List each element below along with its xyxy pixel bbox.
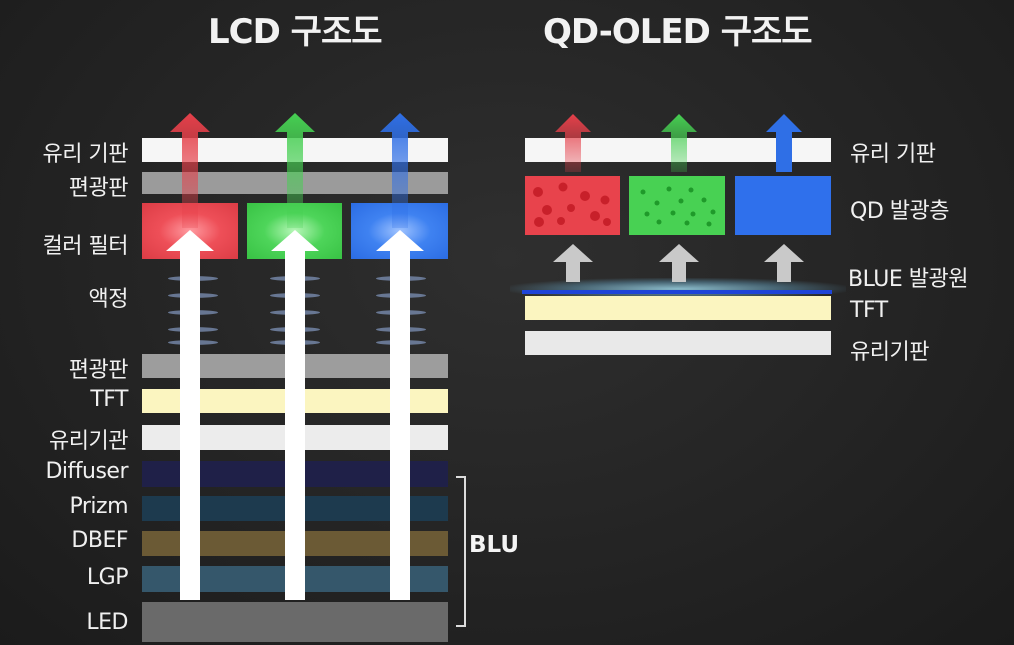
lcd-label-diffuser: Diffuser — [45, 459, 128, 484]
qd-grey-arrows — [553, 244, 804, 282]
lcd-label-glass-top: 유리 기판 — [42, 142, 129, 167]
lcd-blue-arrow — [380, 113, 420, 228]
qd-red-arrow — [555, 114, 591, 172]
lcd-green-arrow — [275, 113, 315, 228]
lcd-white-light-arrows — [166, 230, 424, 600]
lcd-label-glass-bottom: 유리기관 — [49, 429, 128, 454]
qdoled-title: QD-OLED 구조도 — [543, 12, 813, 52]
qd-glass-bottom-layer — [525, 331, 831, 355]
qd-red-subpixel — [525, 176, 620, 235]
lcd-label-led: LED — [86, 610, 128, 635]
qd-blue-arrow — [766, 114, 802, 172]
blue-emitter-line — [522, 290, 832, 294]
lcd-label-lgp: LGP — [86, 565, 129, 590]
qd-label-qd-layer: QD 발광층 — [850, 199, 949, 224]
lcd-label-liquid-crystal: 액정 — [88, 287, 129, 312]
qd-blue-subpixel — [735, 176, 831, 235]
lcd-title: LCD 구조도 — [208, 12, 383, 52]
lcd-label-polarizer-bottom: 편광판 — [68, 358, 129, 383]
qd-green-arrow — [661, 114, 697, 172]
lcd-label-polarizer-top: 편광판 — [68, 176, 129, 201]
qd-label-glass-top: 유리 기판 — [850, 142, 936, 167]
blu-label: BLU — [469, 532, 520, 558]
blu-bracket — [456, 476, 466, 627]
lcd-label-dbef: DBEF — [71, 528, 128, 553]
qd-label-glass-bottom: 유리기판 — [850, 340, 929, 365]
lcd-red-arrow — [170, 113, 210, 228]
qd-green-subpixel — [629, 176, 725, 235]
lcd-label-prizm: Prizm — [69, 494, 128, 519]
qd-tft-layer — [525, 296, 831, 320]
lcd-label-color-filter: 컬러 필터 — [42, 234, 129, 259]
qd-label-blue-source: BLUE 발광원 — [848, 267, 968, 292]
lcd-led-layer — [142, 602, 448, 642]
qd-label-tft: TFT — [850, 298, 888, 323]
lcd-label-tft: TFT — [90, 387, 128, 412]
